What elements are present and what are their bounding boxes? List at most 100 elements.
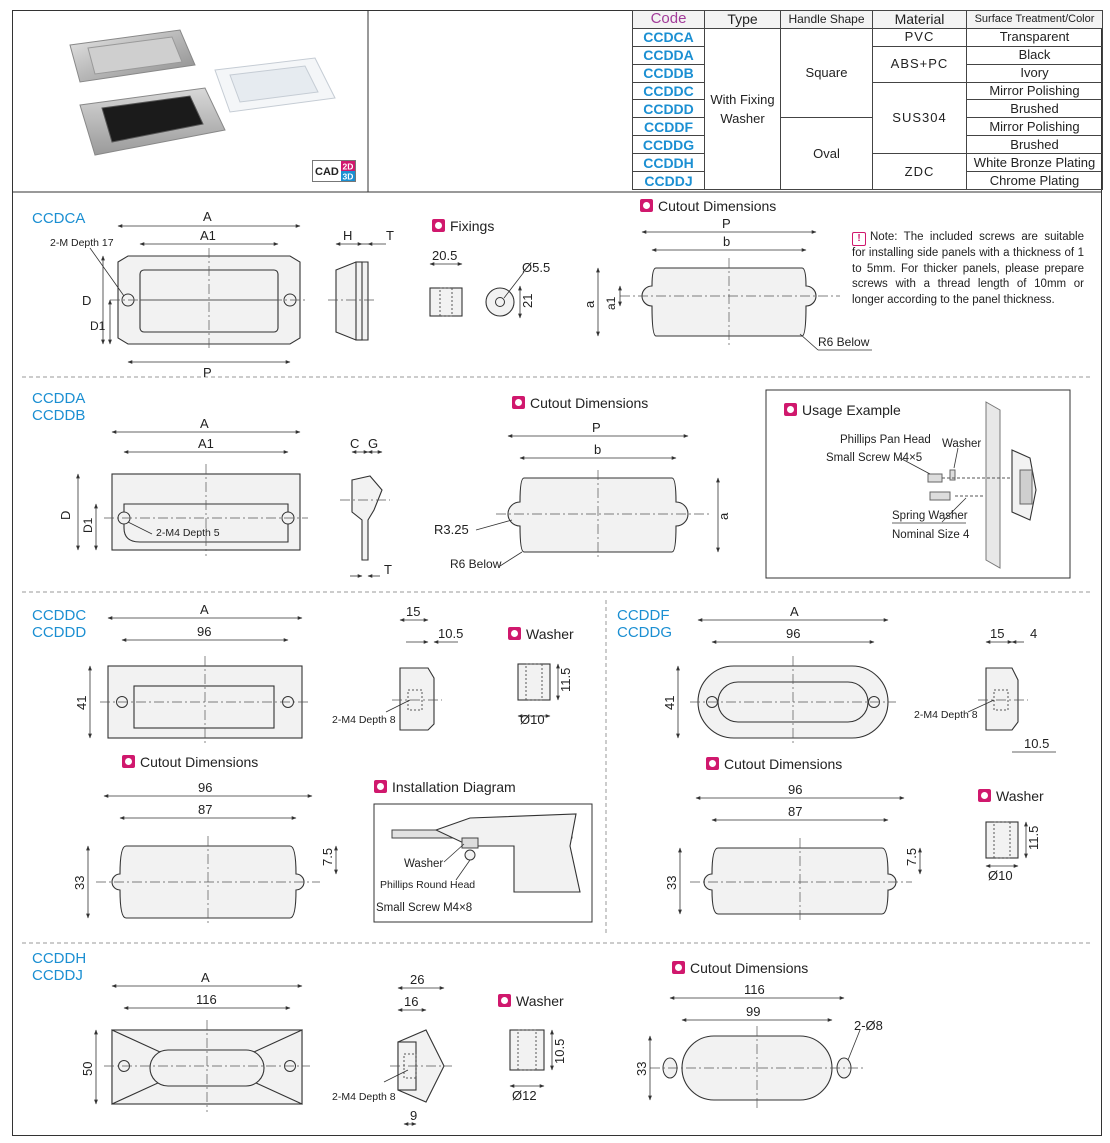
dim-D1: D1 xyxy=(81,517,95,533)
product-photo xyxy=(69,29,336,156)
washer-title-4: Washer xyxy=(978,788,1044,804)
dim-4: 4 xyxy=(1030,626,1037,641)
note-box: !Note: The included screws are suitable … xyxy=(852,230,1084,308)
cut-96: 96 xyxy=(788,782,802,797)
ccddc-cutout: 96 87 33 7.5 xyxy=(72,780,338,926)
cut-P: P xyxy=(592,420,601,435)
surface-cell: Brushed xyxy=(966,99,1103,119)
cad-3d: 3D xyxy=(343,172,354,182)
ccddf-front-view: A 96 41 xyxy=(662,604,896,746)
dim-10-5: 10.5 xyxy=(1024,736,1049,751)
bullet-icon xyxy=(672,961,685,974)
cut-P: P xyxy=(722,216,731,231)
dim-96: 96 xyxy=(197,624,211,639)
dim-41: 41 xyxy=(662,696,677,710)
fix-width: 20.5 xyxy=(432,248,457,263)
material-zdc: ZDC xyxy=(872,153,967,190)
spec-table: Code Type Handle Shape Material Surface … xyxy=(632,10,1103,191)
code-cell: CCDDG xyxy=(632,135,705,155)
bullet-icon xyxy=(640,199,653,212)
header-code: Code xyxy=(632,10,705,29)
dim-screw: 2-M4 Depth 5 xyxy=(156,527,220,539)
cad-badge[interactable]: CAD 2D 3D xyxy=(312,160,356,182)
bullet-icon xyxy=(498,994,511,1007)
dim-A: A xyxy=(201,970,210,985)
dim-P: P xyxy=(203,365,212,380)
usage-spring-1: Spring Washer xyxy=(892,510,968,522)
dim-A: A xyxy=(790,604,799,619)
ccddc-side-view: 15 10.5 2-M4 Depth 8 xyxy=(332,604,463,731)
dim-41: 41 xyxy=(74,696,89,710)
ccdca-cutout: P b a a1 R6 Below xyxy=(582,216,872,351)
ccdca-side-view: H T xyxy=(328,228,394,341)
bullet-icon xyxy=(706,757,719,770)
bullet-icon xyxy=(512,396,525,409)
bullet-icon xyxy=(978,789,991,802)
ccdda-cutout: P b a R3.25 R6 Below xyxy=(434,420,731,571)
cut-116: 116 xyxy=(744,982,765,997)
surface-cell: White Bronze Plating xyxy=(966,153,1103,173)
bullet-icon xyxy=(432,219,445,232)
usage-washer: Washer xyxy=(942,438,981,450)
ccddh-side-view: 26 16 9 2-M4 Depth 8 xyxy=(332,972,452,1126)
fix-height: 21 xyxy=(520,294,535,308)
cutout-title-5: Cutout Dimensions xyxy=(672,960,808,976)
ccdda-front-view: A A1 D D1 2-M4 Depth 5 xyxy=(58,416,308,556)
cut-33: 33 xyxy=(664,876,679,890)
washer-height: 11.5 xyxy=(1026,826,1041,850)
ccdca-front-view: A A1 P D D1 2-M Depth 17 xyxy=(50,209,308,380)
dim-16: 16 xyxy=(404,994,418,1009)
washer-title-5: Washer xyxy=(498,993,564,1009)
washer-title-3: Washer xyxy=(508,626,574,642)
ccddf-cutout: 96 87 33 7.5 xyxy=(664,782,922,922)
usage-screw-1: Phillips Pan Head xyxy=(840,434,931,446)
dim-A: A xyxy=(203,209,212,224)
handle-photo-top xyxy=(69,29,196,83)
bullet-icon xyxy=(374,780,387,793)
dim-A: A xyxy=(200,602,209,617)
washer-diameter: Ø10 xyxy=(988,868,1013,883)
type-cell: With Fixing Washer xyxy=(704,27,781,191)
dim-116: 116 xyxy=(196,992,217,1007)
inst-screw-1: Phillips Round Head xyxy=(380,879,475,891)
handle-photo-black xyxy=(79,87,226,156)
dim-screw: 2-M4 Depth 8 xyxy=(332,714,396,726)
dim-9: 9 xyxy=(410,1108,417,1123)
cut-87: 87 xyxy=(788,804,802,819)
washer-drawing-4: 11.5 Ø10 xyxy=(985,821,1041,883)
shape-oval: Oval xyxy=(780,117,873,190)
code-cell: CCDDJ xyxy=(632,171,705,190)
header-material: Material xyxy=(872,10,967,29)
cad-2d: 2D xyxy=(343,162,354,172)
ccdda-side-view: C G T xyxy=(340,436,392,578)
cut-holes: 2-Ø8 xyxy=(854,1018,883,1033)
dim-screw: 2-M Depth 17 xyxy=(50,237,114,249)
cut-7-5: 7.5 xyxy=(320,848,335,866)
dim-T: T xyxy=(384,562,392,577)
installation-title: Installation Diagram xyxy=(374,779,516,795)
cut-r: R6 Below xyxy=(818,335,870,349)
code-cell: CCDDH xyxy=(632,153,705,173)
washer-diameter: Ø10 xyxy=(520,712,545,727)
ccddh-cutout: 116 99 33 2-Ø8 xyxy=(634,982,883,1110)
dim-H: H xyxy=(343,228,352,243)
dim-D1: D1 xyxy=(90,319,106,333)
dim-10-5: 10.5 xyxy=(438,626,463,641)
cut-a: a xyxy=(582,300,597,308)
washer-height: 11.5 xyxy=(558,668,573,692)
fix-diameter: Ø5.5 xyxy=(522,260,550,275)
cut-b: b xyxy=(723,234,730,249)
dim-screw: 2-M4 Depth 8 xyxy=(332,1091,396,1103)
shape-square: Square xyxy=(780,27,873,119)
cutout-title-1: Cutout Dimensions xyxy=(640,198,776,214)
cut-33: 33 xyxy=(72,876,87,890)
fixings-drawing: 20.5 Ø5.5 21 xyxy=(429,248,550,319)
dim-G: G xyxy=(368,436,378,451)
usage-screw-2: Small Screw M4×5 xyxy=(826,452,922,464)
usage-title: Usage Example xyxy=(784,402,901,418)
cutout-title-3: Cutout Dimensions xyxy=(122,754,258,770)
cut-99: 99 xyxy=(746,1004,760,1019)
